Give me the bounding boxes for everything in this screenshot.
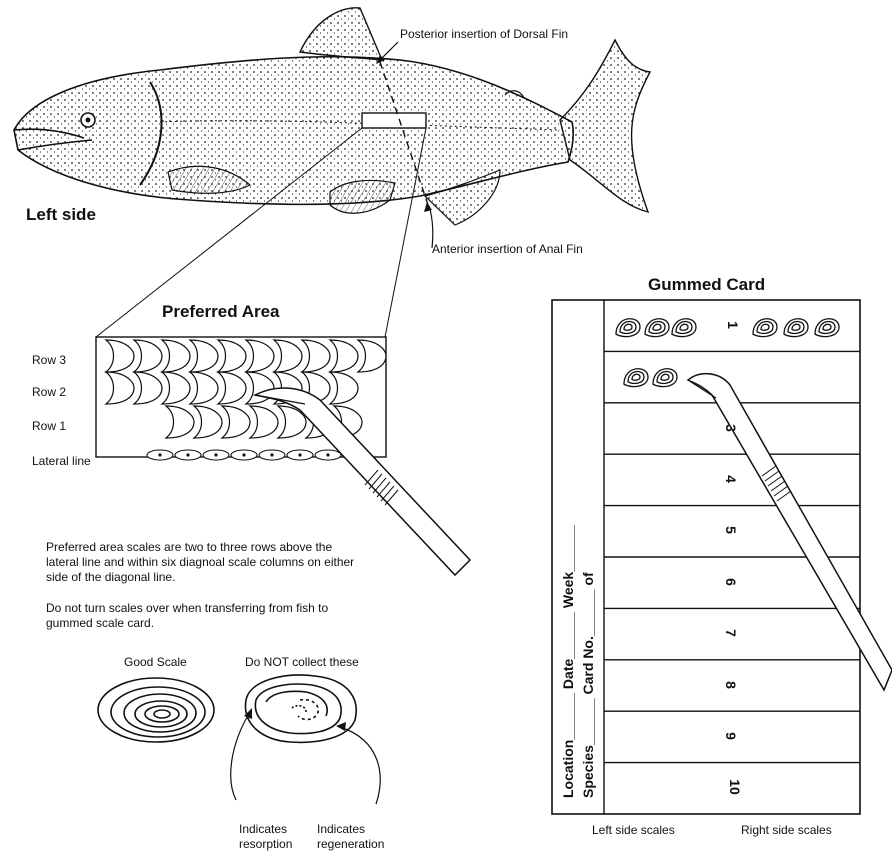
left-side-scales-caption: Left side scales — [592, 824, 675, 836]
card-header-line-1: Location______ Date______ Week______ — [560, 525, 576, 798]
scale-row-1-scale — [222, 406, 250, 438]
scale-row-3-scale — [358, 340, 386, 372]
scale-row-3-scale — [330, 340, 358, 372]
gummed-card-title: Gummed Card — [648, 276, 765, 293]
scale-row-1-scale — [166, 406, 194, 438]
card-header-line-2: Species______ Card No.______ of — [580, 572, 596, 798]
scale-row-3-scale — [134, 340, 162, 372]
bad-scale — [245, 675, 356, 742]
scale-row-3-scale — [246, 340, 274, 372]
right-side-scales-caption: Right side scales — [741, 824, 832, 836]
regeneration-arrow — [340, 727, 380, 804]
card-row-number: 4 — [723, 475, 739, 483]
preferred-area-note: Preferred area scales are two to three r… — [46, 540, 366, 585]
card-row-number: 6 — [723, 578, 739, 586]
scale-row-2-scale — [106, 372, 134, 404]
regeneration-label: Indicates regeneration — [317, 822, 397, 852]
good-scale — [98, 678, 214, 742]
scale-row-2-scale — [162, 372, 190, 404]
scale-row-3-scale — [218, 340, 246, 372]
dorsal-fin-label: Posterior insertion of Dorsal Fin — [400, 28, 568, 40]
lateral-line-label: Lateral line — [32, 455, 91, 467]
card-row-number: 8 — [723, 681, 739, 689]
fish-illustration — [14, 8, 650, 248]
scale-row-2-scale — [330, 372, 358, 404]
card-row-number: 7 — [723, 629, 739, 637]
anal-fin-label: Anterior insertion of Anal Fin — [432, 243, 583, 255]
scale-row-3-scale — [302, 340, 330, 372]
lateral-line-chain — [147, 450, 369, 460]
dorsal-fin — [300, 8, 382, 60]
resorption-arrow — [231, 712, 250, 800]
good-scale-label: Good Scale — [124, 656, 187, 668]
scale-row-2-scale — [218, 372, 246, 404]
scale-row-1-scale — [194, 406, 222, 438]
row1-label: Row 1 — [32, 420, 66, 432]
scale-rows — [106, 340, 386, 438]
scale-row-2-scale — [246, 372, 274, 404]
preferred-area-title: Preferred Area — [162, 303, 280, 320]
scale-row-3-scale — [162, 340, 190, 372]
row3-label: Row 3 — [32, 354, 66, 366]
sample-area-box — [362, 113, 426, 128]
card-row-number: 1 — [725, 321, 741, 329]
scale-row-3-scale — [106, 340, 134, 372]
bad-scale-label: Do NOT collect these — [245, 656, 359, 668]
scale-row-2-scale — [134, 372, 162, 404]
scale-row-3-scale — [274, 340, 302, 372]
left-side-label: Left side — [26, 206, 96, 223]
row2-label: Row 2 — [32, 386, 66, 398]
resorption-label: Indicates resorption — [239, 822, 309, 852]
scale-row-1-scale — [250, 406, 278, 438]
card-row-number: 3 — [723, 424, 739, 432]
scale-row-3-scale — [190, 340, 218, 372]
transfer-note: Do not turn scales over when transferrin… — [46, 601, 346, 631]
scale-row-2-scale — [190, 372, 218, 404]
card-row-number: 10 — [727, 780, 743, 796]
card-row-number: 5 — [723, 526, 739, 534]
card-row-number: 9 — [723, 732, 739, 740]
